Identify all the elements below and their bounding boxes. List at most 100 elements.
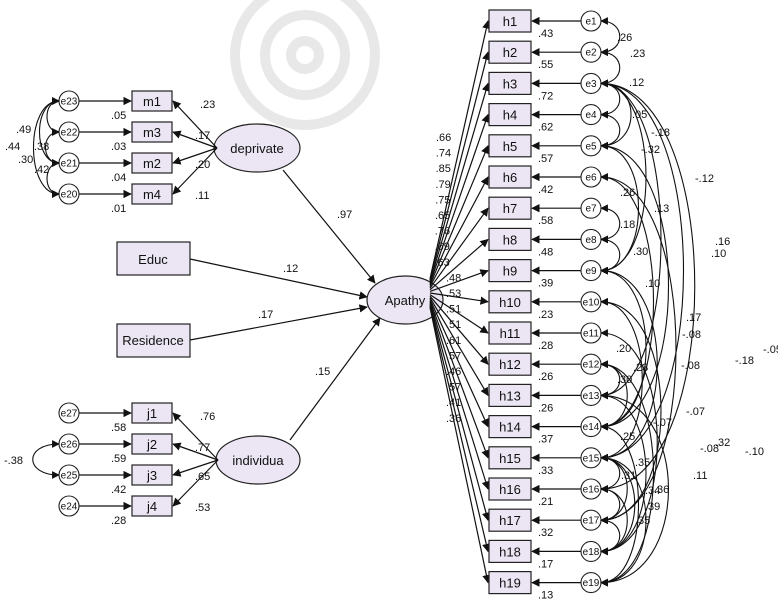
loading-path-individua-j4 — [172, 459, 219, 507]
right-covariance-20 — [600, 297, 662, 525]
indicator-label-h2: h2 — [503, 45, 517, 60]
loading-path-apathy-h12 — [429, 295, 489, 365]
indicator-box-j3 — [131, 464, 173, 486]
right-covariance-22 — [600, 391, 647, 556]
indicator-label-h10: h10 — [499, 295, 521, 310]
loading-path-apathy-h14 — [429, 299, 489, 428]
left-cov-value-j: -.38 — [4, 455, 23, 467]
right-covariance-18 — [600, 360, 628, 431]
indicator-box-h15 — [488, 446, 532, 470]
r2-h18: .17 — [538, 558, 553, 570]
loading-apathy-h18: .41 — [446, 397, 461, 409]
r2-h5: .57 — [538, 153, 553, 165]
right-cov-value-10: .26 — [620, 187, 635, 199]
r2-j4: .28 — [111, 515, 126, 527]
r2-j1: .58 — [111, 422, 126, 434]
indicator-box-h14 — [488, 415, 532, 439]
error-label-e3: e3 — [585, 79, 597, 90]
indicator-box-h18 — [488, 539, 532, 564]
right-cov-value-9: .10 — [711, 248, 726, 260]
right-cov-value-4: -.18 — [651, 127, 670, 139]
loading-path-apathy-h16 — [429, 302, 490, 490]
right-covariance-24 — [600, 485, 621, 525]
path-individua-apathy — [289, 317, 381, 441]
indicator-box-h11 — [488, 321, 532, 345]
indicator-box-h12 — [488, 352, 532, 376]
loading-apathy-h7: .76 — [435, 226, 450, 238]
right-cov-value-23: .30 — [617, 374, 632, 386]
loading-path-apathy-h11 — [429, 294, 489, 334]
error-label-e1: e1 — [585, 17, 597, 28]
right-cov-value-22: .23 — [633, 362, 648, 374]
watermark-emblem — [230, 0, 380, 130]
right-cov-value-29: .35 — [635, 515, 650, 527]
coef-individua-apathy: .15 — [315, 366, 330, 378]
loading-apathy-h15: .57 — [446, 350, 461, 362]
indicator-box-h10 — [488, 290, 532, 314]
r2-h9: .39 — [538, 278, 553, 290]
loading-apathy-h16: .46 — [446, 366, 461, 378]
coef-educ-apathy: .12 — [283, 263, 298, 275]
right-cov-value-5: -.32 — [641, 144, 660, 156]
indicator-label-h6: h6 — [503, 170, 517, 185]
indicator-label-m2: m2 — [143, 156, 161, 171]
left-covariance-4 — [46, 159, 60, 198]
error-label-e12: e12 — [583, 360, 600, 371]
indicator-box-h1 — [488, 9, 532, 33]
loading-apathy-h3: .85 — [436, 163, 451, 175]
indicator-box-h7 — [488, 196, 532, 220]
loading-apathy-h19: .36 — [446, 413, 461, 425]
loading-path-deprivate-m2 — [172, 147, 218, 165]
left-cov-value-3: .38 — [34, 141, 49, 153]
r2-h14: .37 — [538, 434, 553, 446]
indicator-label-j1: j1 — [146, 406, 157, 421]
loading-individua-j1: .76 — [200, 411, 215, 423]
indicator-box-h2 — [488, 40, 532, 64]
right-covariance-9 — [600, 79, 684, 462]
indicator-box-h4 — [488, 102, 532, 127]
indicator-label-h4: h4 — [503, 108, 517, 123]
right-covariance-11 — [600, 173, 655, 431]
loading-path-individua-j3 — [172, 459, 219, 477]
indicator-box-h5 — [488, 134, 532, 158]
indicator-label-h1: h1 — [503, 14, 517, 29]
individua-ellipse — [215, 435, 301, 485]
r2-h1: .43 — [538, 28, 553, 40]
path-residence-apathy — [189, 304, 368, 341]
loading-apathy-h2: .74 — [436, 148, 451, 160]
residence-label: Residence — [122, 333, 183, 348]
indicator-label-h17: h17 — [499, 513, 521, 528]
error-label-e14: e14 — [583, 422, 600, 433]
loading-path-apathy-h19 — [429, 307, 491, 584]
indicator-label-h12: h12 — [499, 357, 521, 372]
right-cov-value-19: -.05 — [763, 344, 778, 356]
loading-apathy-h5: .75 — [435, 194, 450, 206]
left-cov-value-4: .42 — [34, 164, 49, 176]
error-label-e11: e11 — [583, 329, 599, 340]
right-covariance-26 — [600, 453, 628, 525]
loading-path-deprivate-m3 — [172, 130, 218, 149]
error-label-e23: e23 — [61, 97, 78, 108]
loading-path-individua-j2 — [172, 442, 219, 461]
right-cov-value-33: .11 — [693, 470, 707, 482]
loading-path-apathy-h10 — [429, 292, 489, 305]
right-covariance-29 — [600, 422, 640, 587]
loading-apathy-h13: .51 — [446, 319, 461, 331]
right-cov-value-25: .35 — [635, 457, 650, 469]
right-cov-value-6: -.12 — [695, 173, 714, 185]
error-label-e10: e10 — [583, 297, 600, 308]
loading-path-apathy-h7 — [429, 207, 489, 289]
right-cov-value-0: .26 — [617, 32, 632, 44]
loading-path-apathy-h8 — [429, 238, 489, 291]
indicator-box-h17 — [488, 508, 532, 532]
right-covariance-15 — [600, 266, 647, 431]
indicator-box-h6 — [488, 165, 532, 189]
loading-deprivate-m3: .17 — [195, 130, 210, 142]
r2-h11: .28 — [538, 340, 553, 352]
right-cov-value-26: .31 — [621, 470, 636, 482]
right-cov-value-21: .20 — [616, 343, 631, 355]
loading-deprivate-m2: .20 — [195, 159, 210, 171]
indicator-box-m1 — [131, 90, 173, 112]
